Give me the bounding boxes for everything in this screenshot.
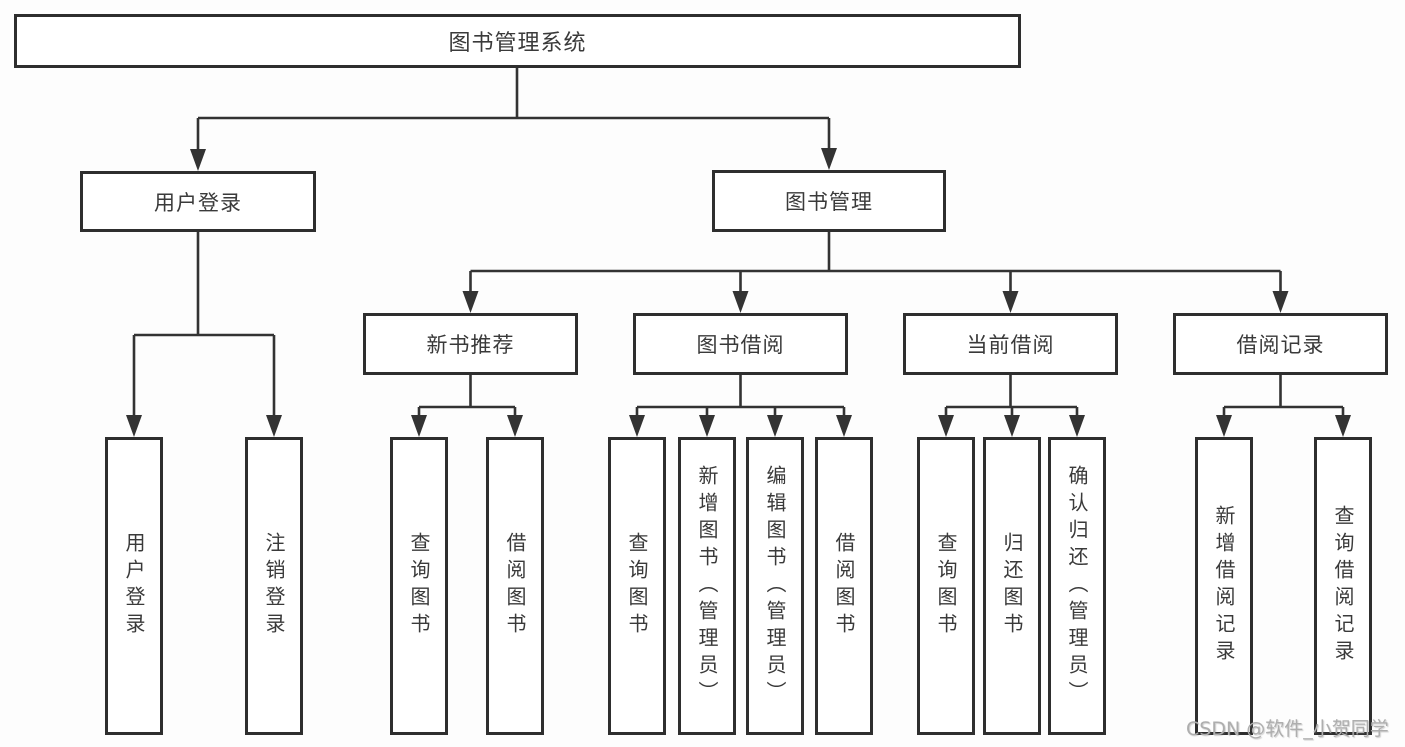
leaf-user-login: 用户登录 — [105, 437, 163, 735]
leaf-borrowing-query-books: 查询图书 — [608, 437, 666, 735]
node-root-system: 图书管理系统 — [14, 14, 1021, 68]
node-book-borrowing: 图书借阅 — [633, 313, 848, 375]
leaf-logout: 注销登录 — [245, 437, 303, 735]
leaf-current-query-books: 查询图书 — [917, 437, 975, 735]
leaf-recommend-borrow-books: 借阅图书 — [486, 437, 544, 735]
leaf-add-borrow-record: 新增借阅记录 — [1195, 437, 1253, 735]
node-book-management: 图书管理 — [712, 170, 946, 232]
leaf-query-borrow-record: 查询借阅记录 — [1314, 437, 1372, 735]
leaf-confirm-return-admin: 确认归还（管理员） — [1048, 437, 1106, 735]
leaf-return-books: 归还图书 — [983, 437, 1041, 735]
node-new-book-recommendation: 新书推荐 — [363, 313, 578, 375]
leaf-borrowing-borrow-books: 借阅图书 — [815, 437, 873, 735]
node-user-login: 用户登录 — [80, 171, 316, 232]
leaf-recommend-query-books: 查询图书 — [390, 437, 448, 735]
leaf-add-books-admin: 新增图书（管理员） — [678, 437, 736, 735]
node-current-borrowing: 当前借阅 — [903, 313, 1118, 375]
leaf-edit-books-admin: 编辑图书（管理员） — [746, 437, 804, 735]
csdn-watermark: CSDN @软件_小贺同学 — [1186, 718, 1389, 740]
node-borrowing-records: 借阅记录 — [1173, 313, 1388, 375]
